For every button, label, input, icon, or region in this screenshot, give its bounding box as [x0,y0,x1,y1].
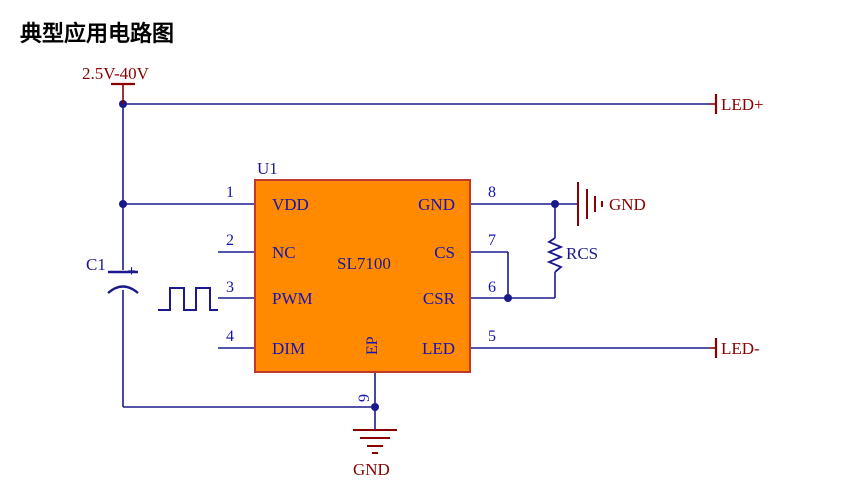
pin-number-1: 1 [226,184,234,201]
pin-name-cs: CS [434,243,455,262]
ground-symbol-right [577,182,603,226]
pin-number-3: 3 [226,279,234,296]
junction-dot-ep [371,403,379,411]
pin-name-ep: EP [364,336,381,355]
chip-designator: U1 [257,159,278,178]
resistor-rcs: RCS [546,237,598,273]
ground-label-right: GND [609,195,646,214]
capacitor-designator: C1 [86,255,106,274]
pin-number-5: 5 [488,328,496,345]
pin-name-vdd: VDD [272,195,309,214]
chip-u1: U1 SL7100 1 2 3 4 VDD NC PWM DIM 8 7 6 5… [226,159,496,402]
power-supply-symbol: 2.5V-40V [82,64,150,104]
junction-dot-vdd [119,200,127,208]
capacitor-c1: + C1 [86,255,139,294]
resistor-designator: RCS [566,244,598,263]
wires [122,103,710,430]
page-title: 典型应用电路图 [20,22,175,47]
pin-name-csr: CSR [423,289,456,308]
led-minus-port: LED- [710,338,760,358]
junction-dot-gnd [551,200,559,208]
pin-number-8: 8 [488,184,496,201]
led-plus-label: LED+ [721,95,764,114]
capacitor-polarity: + [127,263,136,280]
pin-name-dim: DIM [272,339,305,358]
resistor-zigzag [546,237,564,273]
pin-name-led: LED [422,339,455,358]
pin-number-6: 6 [488,279,496,296]
pin-name-nc: NC [272,243,296,262]
pin-number-9: 9 [356,394,373,402]
led-minus-label: LED- [721,339,760,358]
pin-number-4: 4 [226,328,234,345]
ground-symbol-bottom [353,429,397,454]
chip-part-name: SL7100 [337,254,391,273]
pwm-waveform-icon [158,287,218,311]
pin-number-7: 7 [488,232,496,249]
pin-name-gnd: GND [418,195,455,214]
pin-number-2: 2 [226,232,234,249]
chip-body [254,179,471,373]
junction-dot-csr [504,294,512,302]
led-plus-port: LED+ [710,94,764,114]
ground-label-bottom: GND [353,460,390,479]
capacitor-bottom-plate [107,285,139,294]
supply-voltage-label: 2.5V-40V [82,64,150,83]
pin-name-pwm: PWM [272,289,313,308]
